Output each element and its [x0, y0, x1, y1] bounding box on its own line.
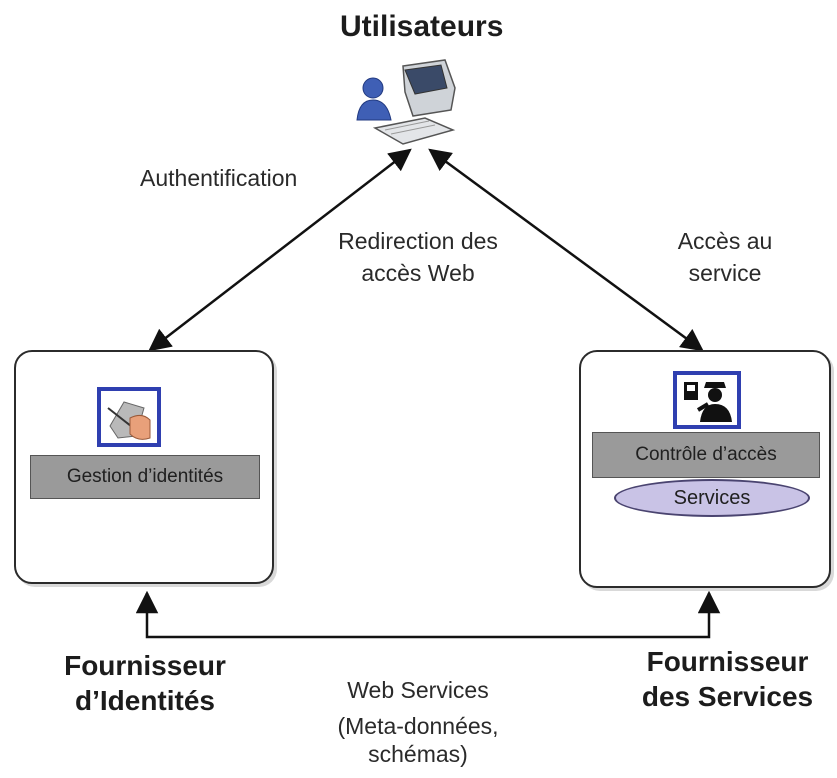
- redirection-label-line1: Redirection des: [338, 228, 498, 254]
- user-computer-icon: [355, 58, 465, 148]
- web-services-label: Web Services (Meta-données, schémas): [318, 672, 518, 772]
- users-title: Utilisateurs: [340, 10, 504, 43]
- identity-provider-name-line2: d’Identités: [74, 685, 215, 716]
- services-ellipse: Services: [614, 479, 810, 517]
- identity-provider-name: Fournisseur d’Identités: [20, 648, 270, 718]
- identity-management-icon: [96, 386, 162, 448]
- authentication-arrow: [148, 148, 412, 352]
- identity-provider-name-line1: Fournisseur: [64, 650, 226, 681]
- authentication-label: Authentification: [140, 165, 298, 191]
- service-access-label-line1: Accès au: [677, 228, 773, 254]
- security-guard-icon: [672, 370, 742, 430]
- web-services-label-line3: schémas): [368, 741, 468, 767]
- identity-management-bar: Gestion d’identités: [30, 455, 260, 499]
- service-access-label-line2: service: [688, 260, 762, 286]
- service-access-label: Accès au service: [660, 225, 790, 289]
- service-provider-name: Fournisseur des Services: [620, 644, 835, 714]
- redirection-label-line2: accès Web: [361, 260, 475, 286]
- web-services-label-line1: Web Services: [347, 677, 489, 703]
- service-provider-name-line2: des Services: [641, 681, 814, 712]
- redirection-label: Redirection des accès Web: [318, 225, 518, 289]
- web-services-link: [135, 590, 721, 639]
- access-control-bar: Contrôle d’accès: [592, 432, 820, 478]
- service-provider-name-line1: Fournisseur: [646, 646, 809, 677]
- web-services-label-line2: (Meta-données,: [337, 713, 499, 739]
- service-access-arrow: [428, 148, 704, 352]
